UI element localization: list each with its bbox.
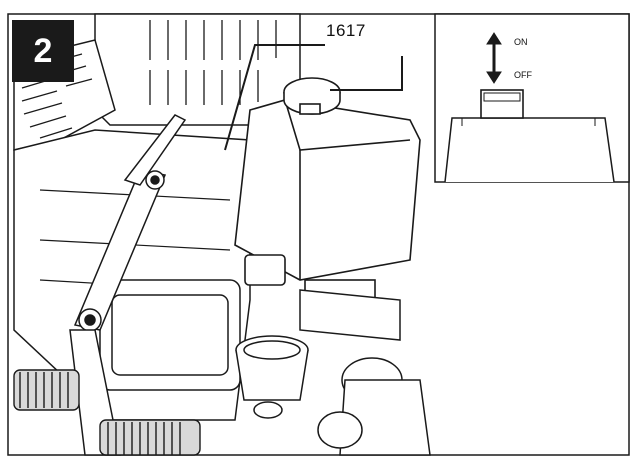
- springs: [13, 369, 201, 456]
- on-label: ON: [514, 37, 528, 47]
- switch-top-edge: [461, 118, 596, 126]
- up-down-arrow-icon: [486, 32, 502, 84]
- inset-detail: [434, 13, 630, 183]
- step-number-badge: 2: [12, 20, 74, 82]
- part-leader-line: [224, 44, 403, 151]
- switch-body-outline: [444, 117, 615, 183]
- part-number-label: 1617: [326, 21, 366, 40]
- switch-button: [480, 89, 524, 119]
- off-label: OFF: [514, 70, 532, 80]
- valve-fittings: [235, 289, 431, 456]
